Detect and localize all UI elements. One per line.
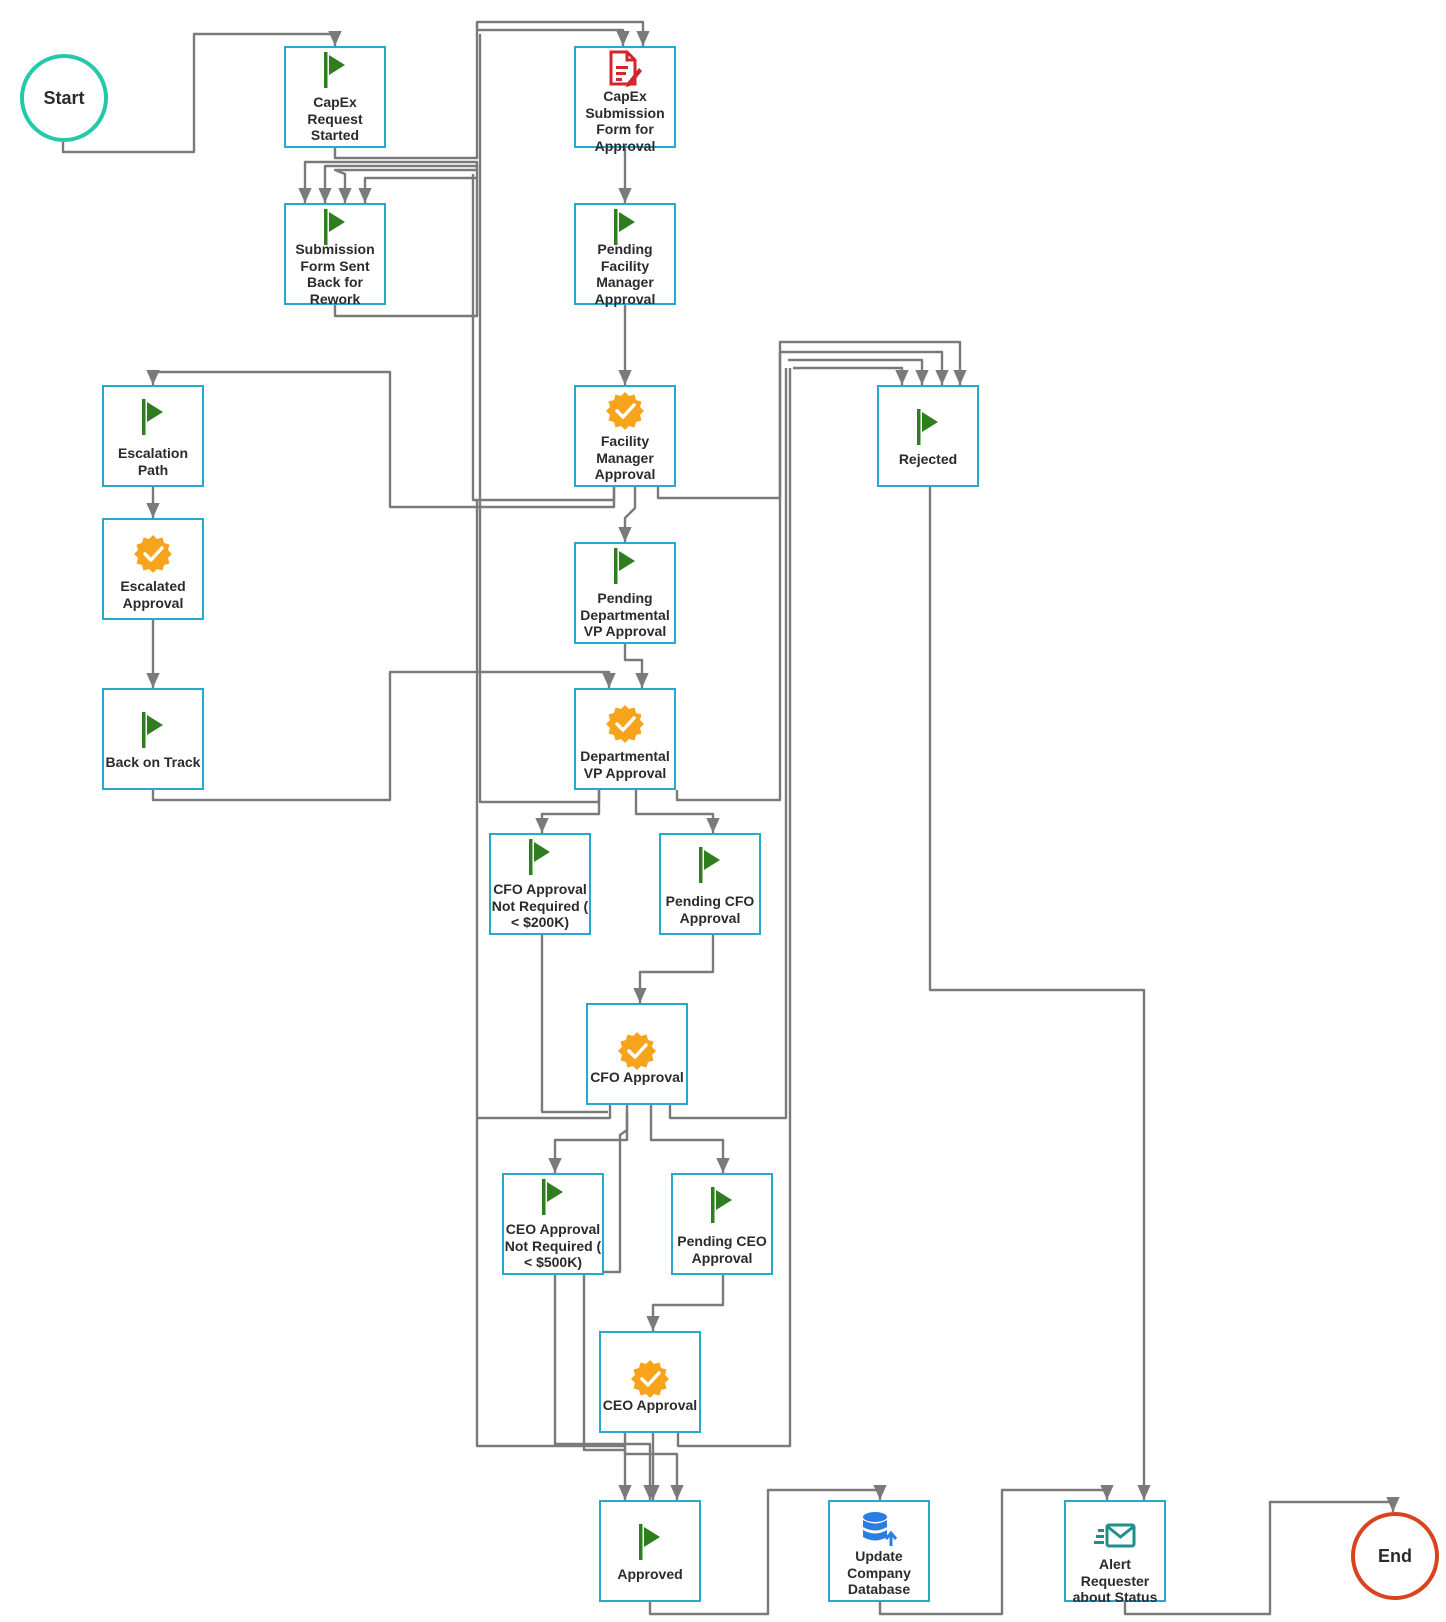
node-departmental-vp-approval[interactable]: Departmental VP Approval xyxy=(574,688,676,790)
node-label: CFO Approval xyxy=(590,1069,684,1085)
node-label: Pending CEO Approval xyxy=(677,1233,767,1266)
node-label: Back on Track xyxy=(105,754,201,770)
flag-icon xyxy=(661,845,759,890)
node-label: CFO Approval Not Required ( < $200K) xyxy=(491,881,589,930)
node-rejected[interactable]: Rejected xyxy=(877,385,979,487)
connector-line xyxy=(1123,1496,1400,1616)
node-label: Approved xyxy=(617,1566,683,1582)
connector-line xyxy=(548,1105,629,1173)
connector-line xyxy=(358,176,477,203)
node-pending-cfo-approval[interactable]: Pending CFO Approval xyxy=(659,833,761,935)
form-icon xyxy=(576,50,674,93)
flag-icon xyxy=(504,1177,602,1222)
node-capex-submission-form[interactable]: CapEx Submission Form for Approval xyxy=(574,46,676,154)
connector-line xyxy=(582,1112,632,1500)
node-label: Pending Departmental VP Approval xyxy=(580,590,670,639)
node-facility-manager-approval[interactable]: Facility Manager Approval xyxy=(574,385,676,487)
connector-line xyxy=(475,22,630,46)
approval-badge-icon xyxy=(601,1359,699,1404)
email-alert-icon xyxy=(1066,1522,1164,1557)
approval-badge-icon xyxy=(104,534,202,579)
flag-icon xyxy=(673,1185,771,1230)
node-label: Escalation Path xyxy=(117,445,189,478)
node-alert-requester-about-status[interactable]: Alert Requester about Status xyxy=(1064,1500,1166,1605)
connector-line xyxy=(318,164,477,203)
node-label: Rejected xyxy=(898,451,958,467)
node-label: Update Company Database xyxy=(847,1548,911,1597)
node-label: CapEx Request Started xyxy=(307,94,363,143)
node-label: CapEx Submission Form for Approval xyxy=(585,88,665,154)
flag-icon xyxy=(491,837,589,882)
connector-line xyxy=(151,670,616,802)
node-pending-facility-manager-approval[interactable]: Pending Facility Manager Approval xyxy=(574,203,676,307)
node-label: Pending Facility Manager Approval xyxy=(594,241,656,307)
node-update-company-database[interactable]: Update Company Database xyxy=(828,1500,930,1602)
approval-badge-icon xyxy=(576,391,674,436)
connector-line xyxy=(780,350,949,385)
connector-line xyxy=(878,1484,1114,1616)
node-cfo-approval-not-required[interactable]: CFO Approval Not Required ( < $200K) xyxy=(489,833,591,935)
node-pending-ceo-approval[interactable]: Pending CEO Approval xyxy=(671,1173,773,1275)
connector-line xyxy=(475,500,612,1120)
connector-line xyxy=(146,369,616,509)
node-ceo-approval-not-required[interactable]: CEO Approval Not Required ( < $500K) xyxy=(502,1173,604,1275)
approval-badge-icon xyxy=(576,704,674,749)
node-label: Facility Manager Approval xyxy=(594,433,656,482)
connector-line xyxy=(634,790,720,833)
end-node[interactable]: End xyxy=(1351,1512,1439,1600)
connector-line xyxy=(676,368,792,1448)
connector-line xyxy=(540,935,608,1114)
connector-line xyxy=(553,1275,657,1500)
node-capex-request-started[interactable]: CapEx Request Started xyxy=(284,46,386,148)
database-upload-icon xyxy=(830,1510,928,1553)
connector-line xyxy=(928,487,1151,1500)
node-label: Submission Form Sent Back for Rework xyxy=(295,241,375,307)
flag-icon xyxy=(576,207,674,252)
connector-line xyxy=(668,368,788,1120)
connector-line xyxy=(623,1433,684,1500)
node-label: CEO Approval xyxy=(602,1397,698,1413)
node-back-on-track[interactable]: Back on Track xyxy=(102,688,204,790)
node-cfo-approval[interactable]: CFO Approval xyxy=(586,1003,688,1105)
connector-line xyxy=(649,1105,730,1173)
approval-badge-icon xyxy=(588,1031,686,1076)
connector-line xyxy=(475,1118,625,1448)
node-label: Departmental VP Approval xyxy=(580,748,670,781)
connector-line xyxy=(633,935,715,1003)
node-label: Escalated Approval xyxy=(120,578,186,611)
flag-icon xyxy=(104,397,202,442)
connector-line xyxy=(788,358,929,385)
flag-icon xyxy=(286,207,384,252)
connector-line xyxy=(618,487,637,542)
connector-line xyxy=(623,644,649,688)
node-label: Alert Requester about Status xyxy=(1072,1556,1158,1605)
node-submission-form-sent-back[interactable]: Submission Form Sent Back for Rework xyxy=(284,203,386,307)
connector-line xyxy=(333,20,650,160)
connector-line xyxy=(298,160,479,318)
start-label: Start xyxy=(43,87,85,108)
flag-icon xyxy=(286,50,384,95)
node-escalation-path[interactable]: Escalation Path xyxy=(102,385,204,487)
connector-line xyxy=(675,352,782,802)
flag-icon xyxy=(601,1522,699,1567)
start-node[interactable]: Start xyxy=(20,54,108,142)
connector-line xyxy=(61,30,342,154)
node-label: Pending CFO Approval xyxy=(665,893,755,926)
connector-line xyxy=(646,1275,725,1331)
connector-line xyxy=(535,790,601,833)
node-label: CEO Approval Not Required ( < $500K) xyxy=(504,1221,602,1270)
node-ceo-approval[interactable]: CEO Approval xyxy=(599,1331,701,1433)
connector-line xyxy=(333,168,477,203)
node-pending-departmental-vp-approval[interactable]: Pending Departmental VP Approval xyxy=(574,542,676,644)
connector-line xyxy=(793,366,909,385)
connector-line xyxy=(648,1484,887,1616)
node-escalated-approval[interactable]: Escalated Approval xyxy=(102,518,204,620)
flag-icon xyxy=(576,546,674,591)
node-approved[interactable]: Approved xyxy=(599,1500,701,1602)
flag-icon xyxy=(104,710,202,755)
flag-icon xyxy=(879,407,977,452)
end-label: End xyxy=(1378,1545,1412,1566)
